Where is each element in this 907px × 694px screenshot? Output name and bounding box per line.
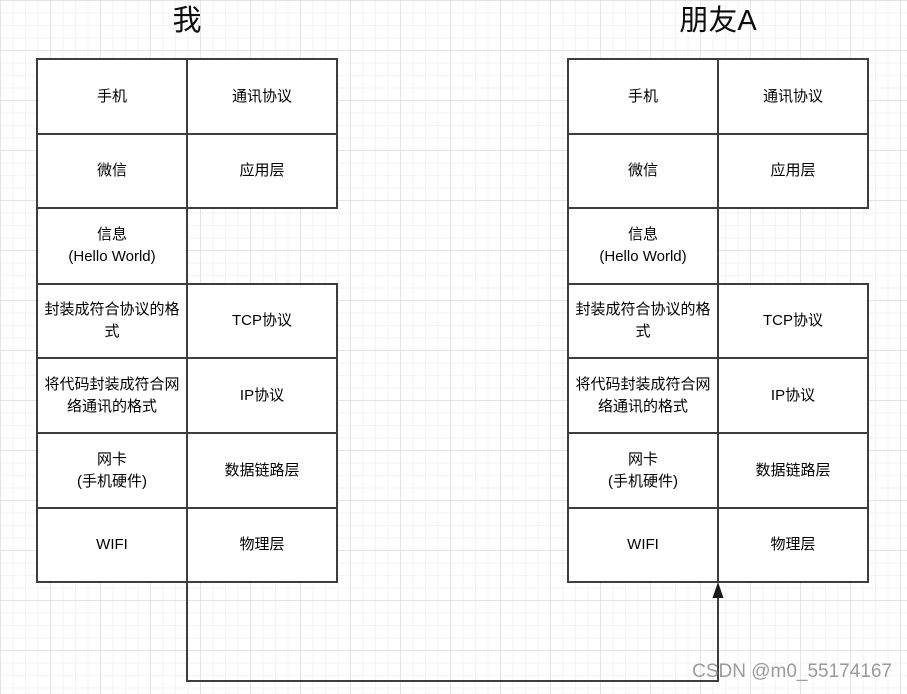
stack-cell: TCP协议	[717, 283, 869, 359]
stack-cell: 封装成符合协议的格 式	[36, 283, 188, 359]
stack-cell: WIFI	[567, 507, 719, 583]
watermark-text: CSDN @m0_55174167	[692, 661, 892, 682]
protocol-stack-friend-a: 手机 通讯协议 微信 应用层 信息 (Hello World) 封装成符合协议的…	[567, 58, 869, 583]
stack-cell: 通讯协议	[717, 58, 869, 135]
stack-cell: 封装成符合协议的格 式	[567, 283, 719, 359]
stack-cell: 物理层	[717, 507, 869, 583]
stack-cell: 应用层	[186, 133, 338, 209]
stack-cell: 将代码封装成符合网 络通讯的格式	[567, 357, 719, 434]
stack-cell: 物理层	[186, 507, 338, 583]
protocol-stack-me: 手机 通讯协议 微信 应用层 信息 (Hello World) 封装成符合协议的…	[36, 58, 338, 583]
stack-cell: TCP协议	[186, 283, 338, 359]
stack-cell: 微信	[36, 133, 188, 209]
stack-cell: 信息 (Hello World)	[36, 207, 188, 285]
stack-cell: 手机	[567, 58, 719, 135]
stack-cell: 通讯协议	[186, 58, 338, 135]
stack-cell: 微信	[567, 133, 719, 209]
stack-title-friend-a: 朋友A	[679, 5, 757, 37]
stack-cell: 将代码封装成符合网 络通讯的格式	[36, 357, 188, 434]
stack-cell: 信息 (Hello World)	[567, 207, 719, 285]
stack-cell: 数据链路层	[186, 432, 338, 509]
stack-cell: 数据链路层	[717, 432, 869, 509]
stack-cell: IP协议	[717, 357, 869, 434]
stack-title-me: 我	[172, 5, 202, 37]
stack-cell: 网卡 (手机硬件)	[567, 432, 719, 509]
stack-cell: IP协议	[186, 357, 338, 434]
stack-cell: 手机	[36, 58, 188, 135]
arrow-up-icon	[712, 582, 724, 598]
stack-cell: WIFI	[36, 507, 188, 583]
stack-cell: 应用层	[717, 133, 869, 209]
stack-cell: 网卡 (手机硬件)	[36, 432, 188, 509]
